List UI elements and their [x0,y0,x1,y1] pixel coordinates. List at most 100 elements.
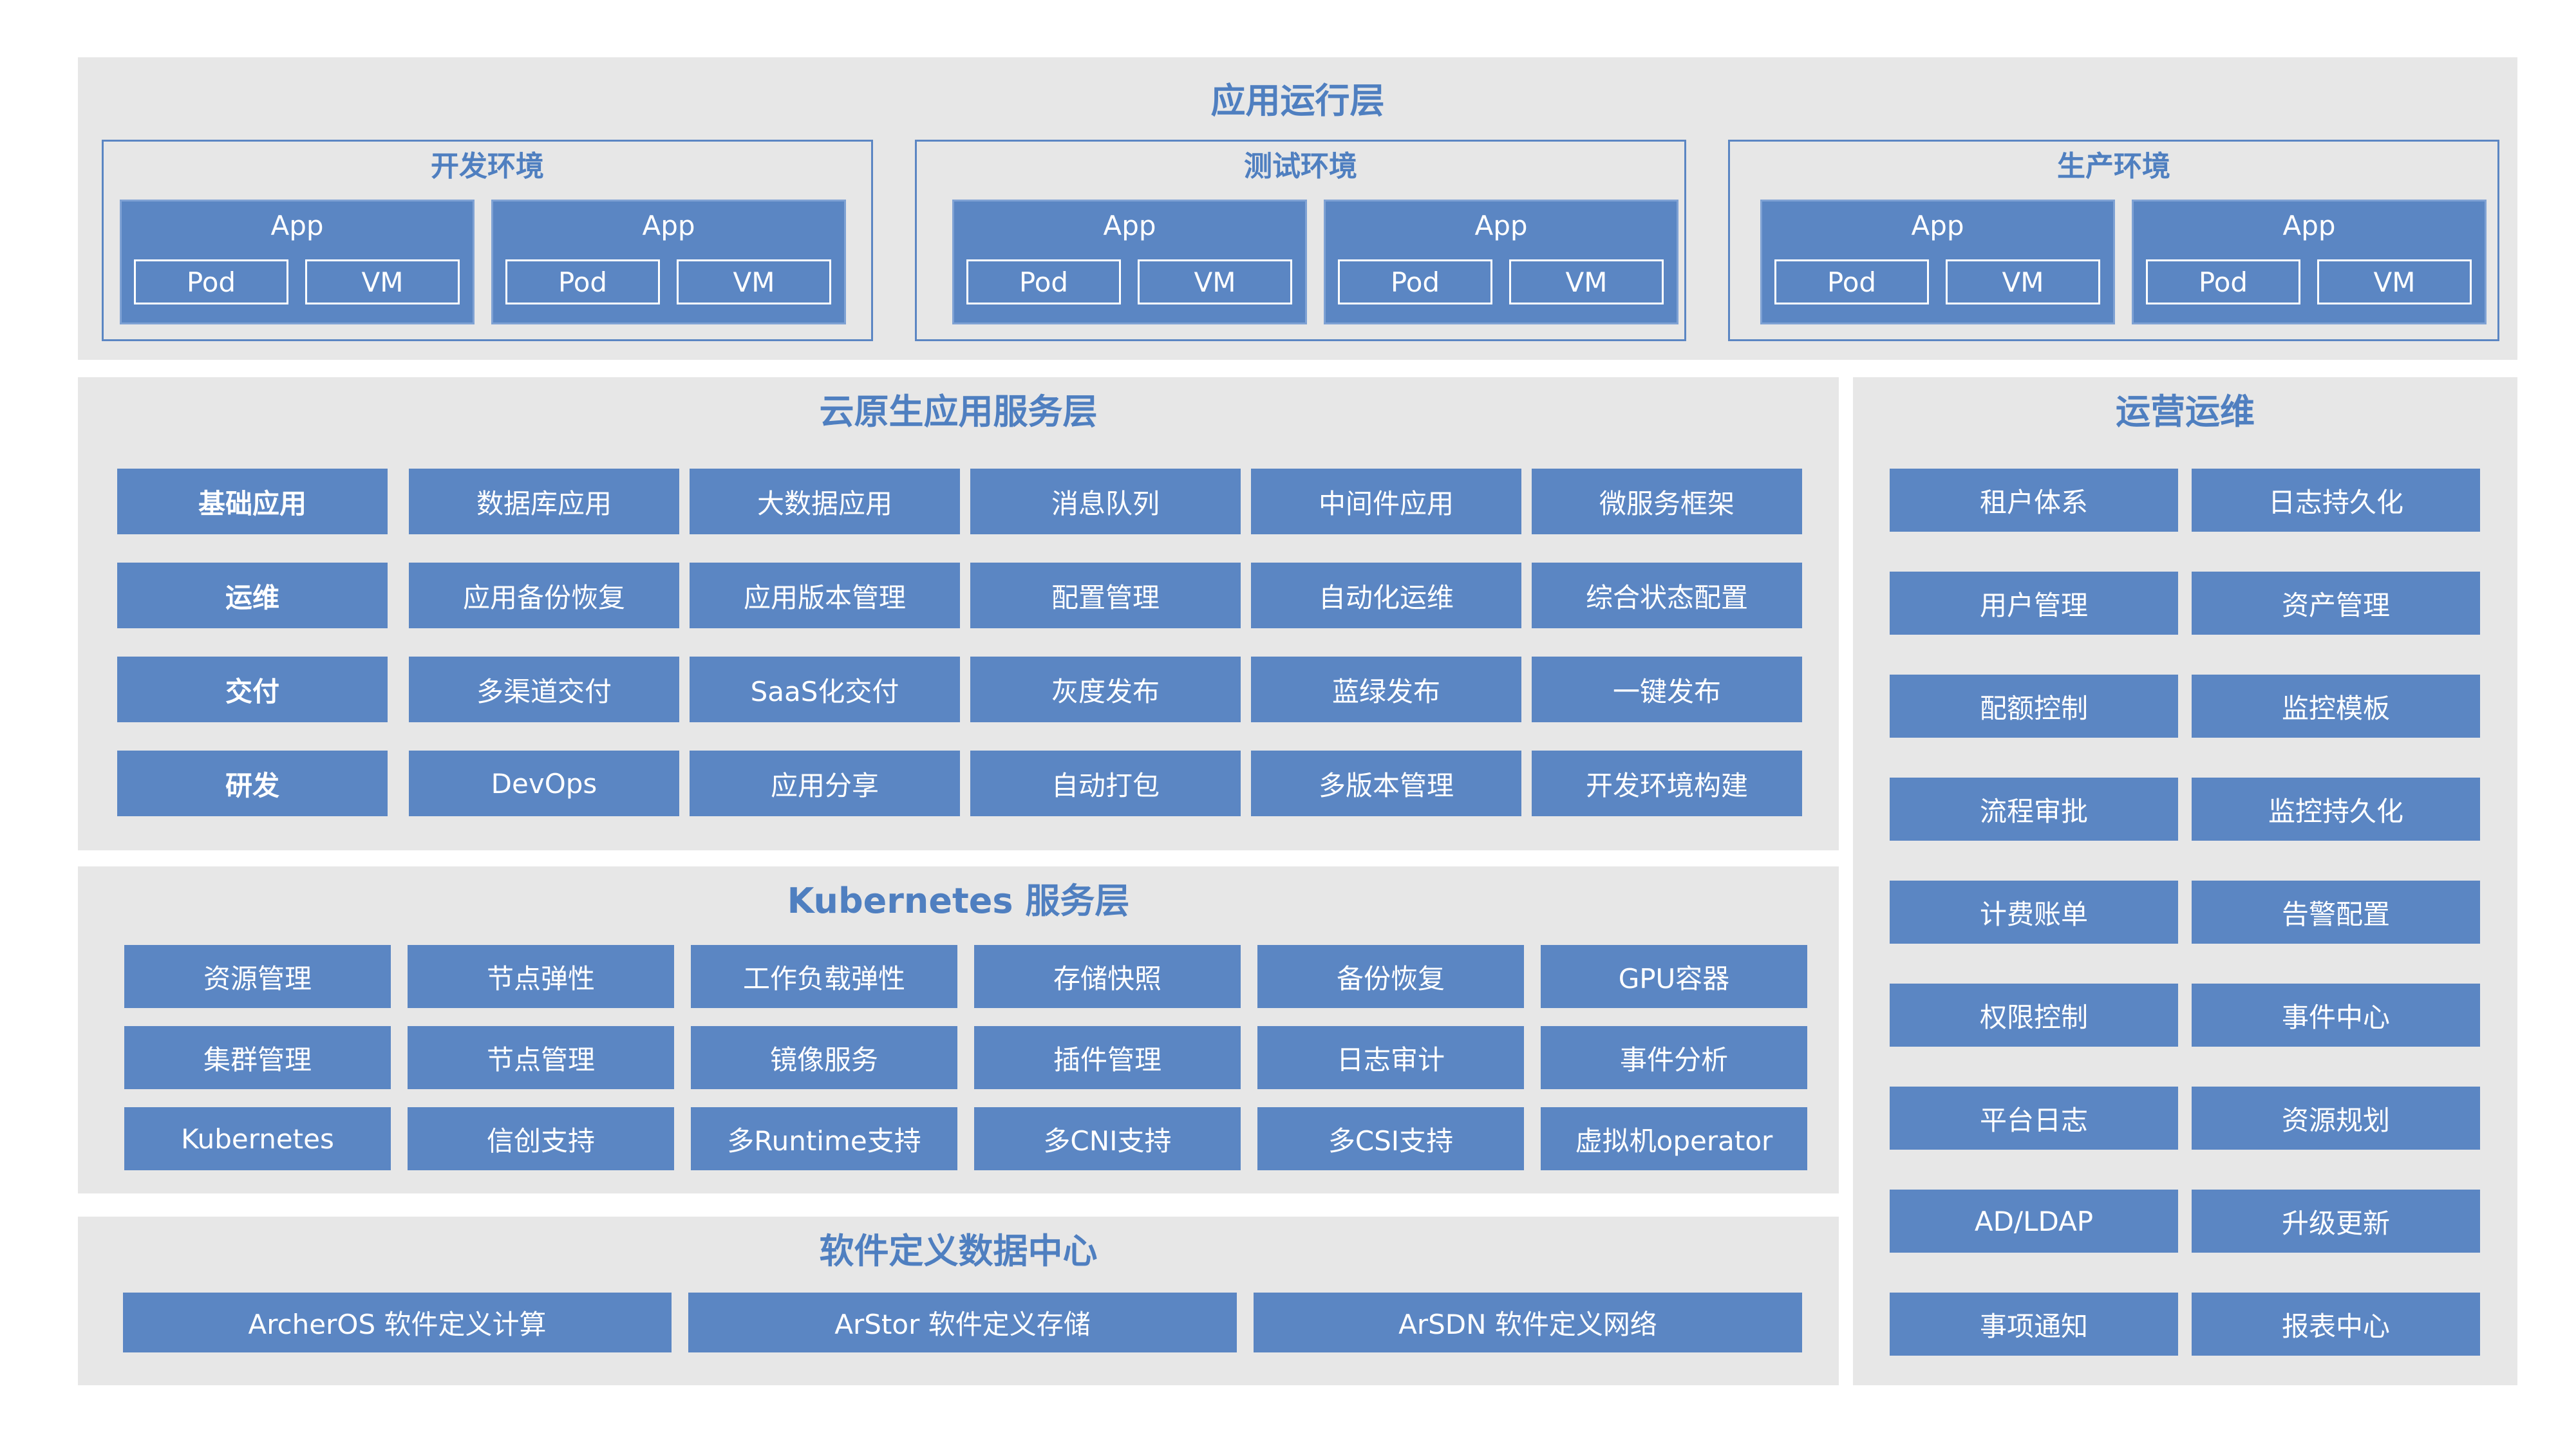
ops-item: 计费账单 [1890,881,2178,944]
app-label: App [642,210,695,241]
cloud-native-item: 自动化运维 [1251,563,1521,628]
ops-item: 监控持久化 [2192,778,2480,841]
pod-box: Pod [966,259,1121,304]
app-label: App [1103,210,1156,241]
ops-item: 事项通知 [1890,1293,2178,1356]
vm-box: VM [1138,259,1292,304]
cloud-native-item: 中间件应用 [1251,469,1521,534]
kubernetes-item: 资源管理 [124,945,391,1008]
cloud-native-layer-title: 云原生应用服务层 [819,391,1098,432]
env-prod: 生产环境 App Pod VM App Pod VM [1728,140,2499,341]
vm-box: VM [2317,259,2472,304]
kubernetes-item: 备份恢复 [1257,945,1524,1008]
kubernetes-item: 节点管理 [408,1026,674,1089]
kubernetes-item: 节点弹性 [408,945,674,1008]
sddc-layer-panel: 软件定义数据中心 ArcherOS 软件定义计算 ArStor 软件定义存储 A… [78,1217,1839,1385]
kubernetes-item: 集群管理 [124,1026,391,1089]
ops-item: 流程审批 [1890,778,2178,841]
app-label: App [270,210,324,241]
cloud-native-item: 应用版本管理 [690,563,960,628]
cloud-native-item: 多版本管理 [1251,751,1521,816]
cloud-native-item: 大数据应用 [690,469,960,534]
kubernetes-layer-title: Kubernetes 服务层 [787,881,1130,921]
ops-panel-title: 运营运维 [2116,391,2255,432]
runtime-layer-panel: 应用运行层 开发环境 App Pod VM App Pod VM 测试环境 Ap… [78,57,2517,360]
cloud-native-row-head: 基础应用 [117,469,388,534]
cloud-native-item: 综合状态配置 [1532,563,1802,628]
kubernetes-layer-panel: Kubernetes 服务层 资源管理节点弹性工作负载弹性存储快照备份恢复 GPU… [78,866,1839,1193]
kubernetes-item: 日志审计 [1257,1026,1524,1089]
env-prod-title: 生产环境 [2057,150,2170,183]
vm-box: VM [1946,259,2100,304]
app-label: App [1474,210,1528,241]
vm-box: VM [305,259,460,304]
ops-item: 租户体系 [1890,469,2178,532]
ops-item: 权限控制 [1890,984,2178,1047]
app-box: App Pod VM [491,200,846,324]
pod-box: Pod [2146,259,2300,304]
sddc-item-compute: ArcherOS 软件定义计算 [123,1293,672,1352]
app-box: App Pod VM [1324,200,1678,324]
ops-item: 日志持久化 [2192,469,2480,532]
app-box: App Pod VM [120,200,475,324]
kubernetes-item: 多Runtime支持 [691,1107,957,1170]
kubernetes-item: 多CNI支持 [974,1107,1241,1170]
app-label: App [1911,210,1964,241]
pod-box: Pod [134,259,288,304]
cloud-native-item: 蓝绿发布 [1251,657,1521,722]
kubernetes-item: 多CSI支持 [1257,1107,1524,1170]
ops-item: AD/LDAP [1890,1190,2178,1253]
cloud-native-item: 配置管理 [970,563,1241,628]
ops-item: 配额控制 [1890,675,2178,738]
cloud-native-item: 应用备份恢复 [409,563,679,628]
env-dev: 开发环境 App Pod VM App Pod VM [102,140,873,341]
app-box: App Pod VM [2132,200,2487,324]
cloud-native-item: 灰度发布 [970,657,1241,722]
cloud-native-item: DevOps [409,751,679,816]
app-label: App [2282,210,2336,241]
kubernetes-item: 事件分析 [1541,1026,1807,1089]
ops-item: 资产管理 [2192,572,2480,635]
kubernetes-item: GPU容器 [1541,945,1807,1008]
cloud-native-layer-panel: 云原生应用服务层 基础应用数据库应用大数据应用消息队列中间件应用微服务框架运维应… [78,377,1839,850]
cloud-native-item: 消息队列 [970,469,1241,534]
vm-box: VM [677,259,831,304]
ops-item: 平台日志 [1890,1087,2178,1150]
kubernetes-item: 插件管理 [974,1026,1241,1089]
ops-panel: 运营运维 租户体系日志持久化用户管理资产管理配额控制监控模板流程审批监控持久化计… [1853,377,2517,1385]
cloud-native-item: 多渠道交付 [409,657,679,722]
sddc-layer-title: 软件定义数据中心 [819,1231,1098,1271]
app-box: App Pod VM [952,200,1307,324]
ops-item: 资源规划 [2192,1087,2480,1150]
kubernetes-item: 工作负载弹性 [691,945,957,1008]
kubernetes-item: 镜像服务 [691,1026,957,1089]
ops-item: 升级更新 [2192,1190,2480,1253]
pod-box: Pod [1338,259,1492,304]
cloud-native-row-head: 研发 [117,751,388,816]
cloud-native-item: 应用分享 [690,751,960,816]
ops-item: 报表中心 [2192,1293,2480,1356]
cloud-native-row-head: 交付 [117,657,388,722]
kubernetes-item: 虚拟机operator [1541,1107,1807,1170]
env-dev-title: 开发环境 [431,150,544,183]
cloud-native-item: 开发环境构建 [1532,751,1802,816]
sddc-item-network: ArSDN 软件定义网络 [1254,1293,1802,1352]
ops-item: 监控模板 [2192,675,2480,738]
pod-box: Pod [1774,259,1929,304]
ops-item: 用户管理 [1890,572,2178,635]
env-test: 测试环境 App Pod VM App Pod VM [915,140,1686,341]
ops-item: 事件中心 [2192,984,2480,1047]
cloud-native-item: SaaS化交付 [690,657,960,722]
runtime-layer-title: 应用运行层 [1210,80,1385,121]
pod-box: Pod [505,259,660,304]
cloud-native-item: 数据库应用 [409,469,679,534]
cloud-native-item: 微服务框架 [1532,469,1802,534]
env-test-title: 测试环境 [1244,150,1357,183]
cloud-native-row-head: 运维 [117,563,388,628]
kubernetes-item: 信创支持 [408,1107,674,1170]
app-box: App Pod VM [1760,200,2115,324]
sddc-item-storage: ArStor 软件定义存储 [688,1293,1237,1352]
kubernetes-item: Kubernetes [124,1107,391,1170]
kubernetes-item: 存储快照 [974,945,1241,1008]
cloud-native-item: 一键发布 [1532,657,1802,722]
